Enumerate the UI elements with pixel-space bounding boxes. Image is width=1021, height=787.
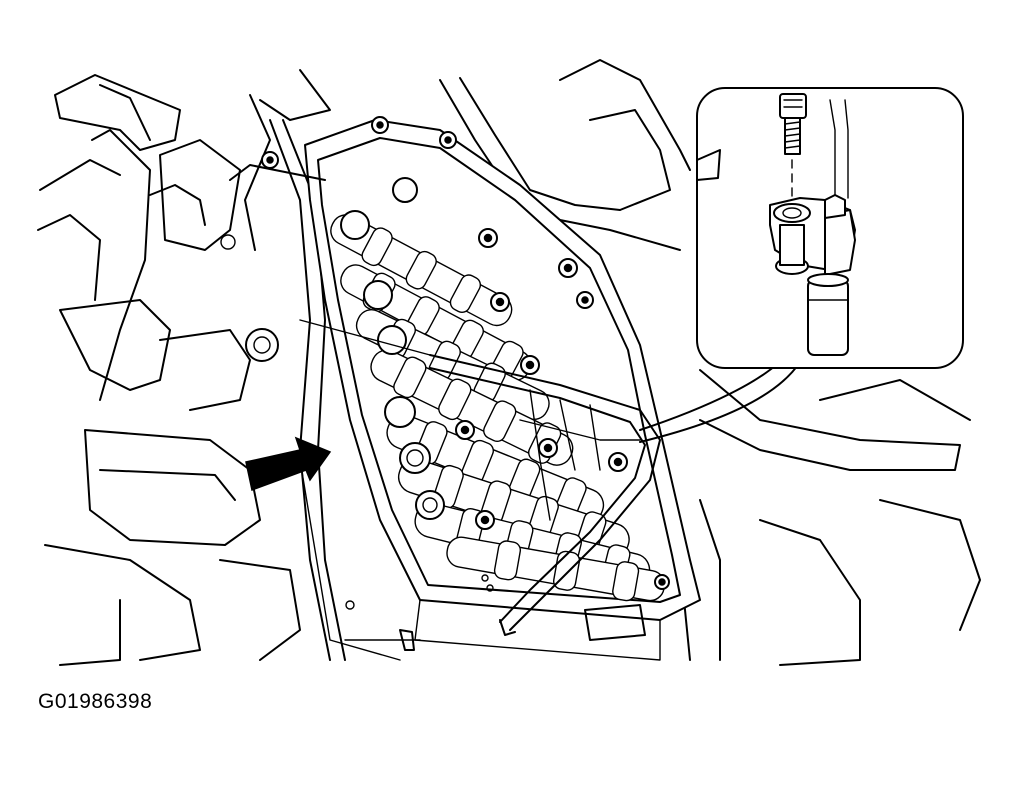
black-arrow-icon [245,436,332,492]
frame-tubes [439,59,981,666]
sensor-bolt [779,93,807,197]
figure-id: G01986398 [38,690,153,713]
speed-sensor [769,99,856,356]
bore-ends [340,177,445,520]
valve-body-bolts [261,116,670,590]
surrounding-housing [37,69,346,666]
wiring-harness [229,164,661,636]
